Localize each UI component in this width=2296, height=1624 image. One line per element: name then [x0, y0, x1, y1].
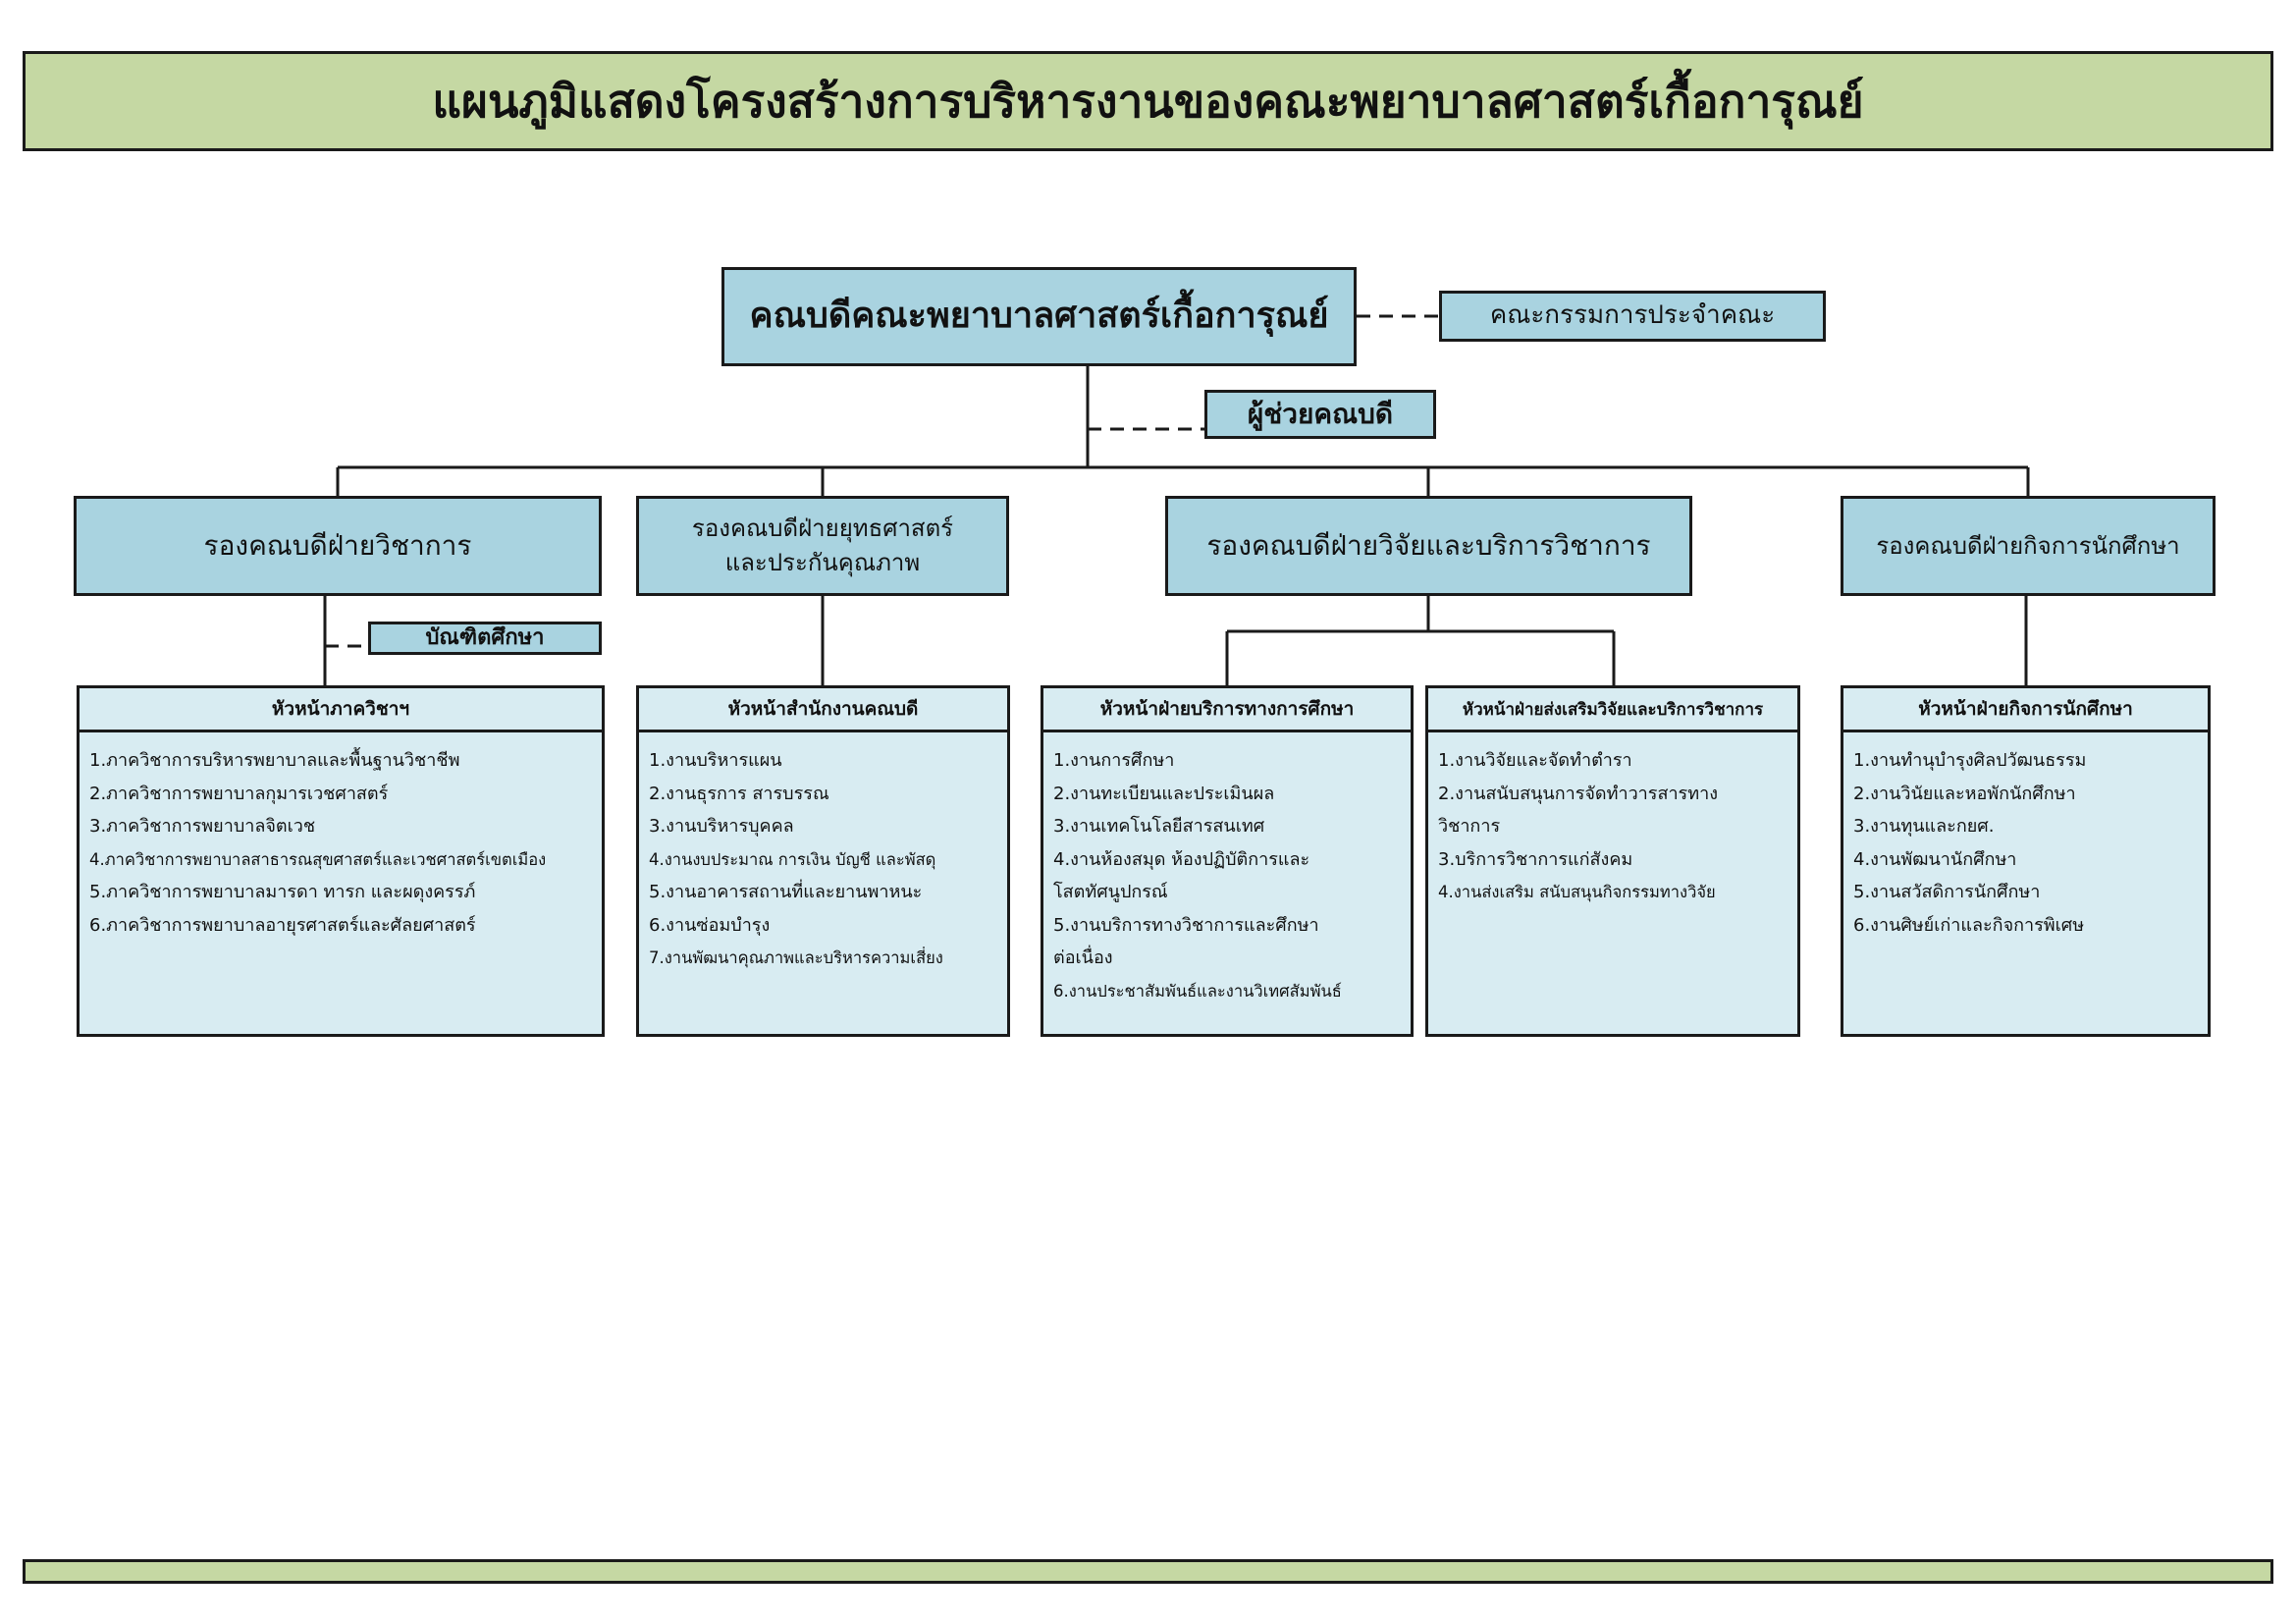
list-item: 1.งานบริหารแผน: [649, 750, 782, 771]
unit-student-affairs: หัวหน้าฝ่ายกิจการนักศึกษา 1.งานทำนุบำรุง…: [1841, 685, 2211, 1037]
unit-head: หัวหน้าฝ่ายกิจการนักศึกษา: [1843, 688, 2208, 732]
list-item: 4.งานส่งเสริม สนับสนุนกิจกรรมทางวิจัย: [1438, 883, 1716, 901]
list-item: 6.งานประชาสัมพันธ์และงานวิเทศสัมพันธ์: [1053, 981, 1342, 1001]
list-item: 3.งานทุนและกยศ.: [1853, 816, 1995, 837]
unit-head: หัวหน้าภาควิชาฯ: [80, 688, 602, 732]
unit-education-services: หัวหน้าฝ่ายบริการทางการศึกษา 1.งานการศึก…: [1041, 685, 1414, 1037]
unit-dean-office: หัวหน้าสำนักงานคณบดี 1.งานบริหารแผน 2.งา…: [636, 685, 1010, 1037]
list-item: 2.งานทะเบียนและประเมินผล: [1053, 783, 1275, 804]
dean-node: คณบดีคณะพยาบาลศาสตร์เกื้อการุณย์: [721, 267, 1357, 366]
list-item: 1.งานการศึกษา: [1053, 750, 1175, 771]
list-item: 6.ภาควิชาการพยาบาลอายุรศาสตร์และศัลยศาสต…: [89, 914, 476, 936]
list-item: 3.งานเทคโนโลยีสารสนเทศ: [1053, 816, 1265, 837]
footer-bar: [23, 1559, 2273, 1584]
unit-research-promotion: หัวหน้าฝ่ายส่งเสริมวิจัยและบริการวิชาการ…: [1425, 685, 1800, 1037]
list-item: 4.ภาควิชาการพยาบาลสาธารณสุขศาสตร์และเวชศ…: [89, 849, 547, 869]
list-item: 5.งานสวัสดิการนักศึกษา: [1853, 882, 2041, 902]
vice-dean-label: รองคณบดีฝ่ายวิชาการ: [203, 528, 472, 562]
list-item: โสตทัศนูปกรณ์: [1053, 882, 1168, 902]
list-item: 5.งานบริการทางวิชาการและศึกษา: [1053, 914, 1319, 936]
unit-head: หัวหน้าสำนักงานคณบดี: [639, 688, 1007, 732]
unit-head: หัวหน้าฝ่ายส่งเสริมวิจัยและบริการวิชาการ: [1428, 688, 1797, 732]
list-item: 6.งานซ่อมบำรุง: [649, 914, 771, 936]
unit-head: หัวหน้าฝ่ายบริการทางการศึกษา: [1043, 688, 1411, 732]
list-item: 1.ภาควิชาการบริหารพยาบาลและพื้นฐานวิชาชี…: [89, 750, 460, 771]
page-title: แผนภูมิแสดงโครงสร้างการบริหารงานของคณะพย…: [23, 51, 2273, 151]
list-item: 3.งานบริหารบุคคล: [649, 816, 794, 837]
vice-dean-label: รองคณบดีฝ่ายกิจการนักศึกษา: [1876, 531, 2180, 560]
vice-dean-strategy-node: รองคณบดีฝ่ายยุทธศาสตร์ และประกันคุณภาพ: [636, 496, 1009, 596]
list-item: 6.งานศิษย์เก่าและกิจการพิเศษ: [1853, 914, 2085, 936]
vice-dean-student-affairs-node: รองคณบดีฝ่ายกิจการนักศึกษา: [1841, 496, 2216, 596]
list-item: 1.งานวิจัยและจัดทำตำรา: [1438, 750, 1632, 771]
list-item: 3.ภาควิชาการพยาบาลจิตเวช: [89, 816, 316, 837]
vice-dean-academic-node: รองคณบดีฝ่ายวิชาการ: [74, 496, 602, 596]
list-item: 4.งานงบประมาณ การเงิน บัญชี และพัสดุ: [649, 849, 936, 869]
list-item: วิชาการ: [1438, 816, 1501, 837]
list-item: 4.งานพัฒนานักศึกษา: [1853, 848, 2017, 870]
list-item: ต่อเนื่อง: [1053, 947, 1113, 968]
list-item: 2.งานวินัยและหอพักนักศึกษา: [1853, 783, 2076, 804]
assistant-dean-node: ผู้ช่วยคณบดี: [1204, 390, 1436, 439]
list-item: 2.งานธุรการ สารบรรณ: [649, 783, 829, 804]
list-item: 3.บริการวิชาการแก่สังคม: [1438, 848, 1633, 870]
list-item: 2.ภาควิชาการพยาบาลกุมารเวชศาสตร์: [89, 783, 389, 804]
graduate-studies-node: บัณฑิตศึกษา: [368, 622, 602, 655]
unit-departments: หัวหน้าภาควิชาฯ 1.ภาควิชาการบริหารพยาบาล…: [77, 685, 605, 1037]
list-item: 1.งานทำนุบำรุงศิลปวัฒนธรรม: [1853, 750, 2087, 771]
vice-dean-research-node: รองคณบดีฝ่ายวิจัยและบริการวิชาการ: [1165, 496, 1692, 596]
vice-dean-label-line1: รองคณบดีฝ่ายยุทธศาสตร์: [691, 514, 954, 543]
list-item: 5.งานอาคารสถานที่และยานพาหนะ: [649, 882, 923, 902]
list-item: 5.ภาควิชาการพยาบาลมารดา ทารก และผดุงครรภ…: [89, 882, 476, 902]
list-item: 4.งานห้องสมุด ห้องปฏิบัติการและ: [1053, 848, 1310, 870]
committee-node: คณะกรรมการประจำคณะ: [1439, 291, 1826, 342]
list-item: 7.งานพัฒนาคุณภาพและบริหารความเสี่ยง: [649, 948, 943, 967]
vice-dean-label-line2: และประกันคุณภาพ: [724, 549, 921, 576]
vice-dean-label: รองคณบดีฝ่ายวิจัยและบริการวิชาการ: [1206, 528, 1651, 562]
list-item: 2.งานสนับสนุนการจัดทำวารสารทาง: [1438, 783, 1718, 804]
